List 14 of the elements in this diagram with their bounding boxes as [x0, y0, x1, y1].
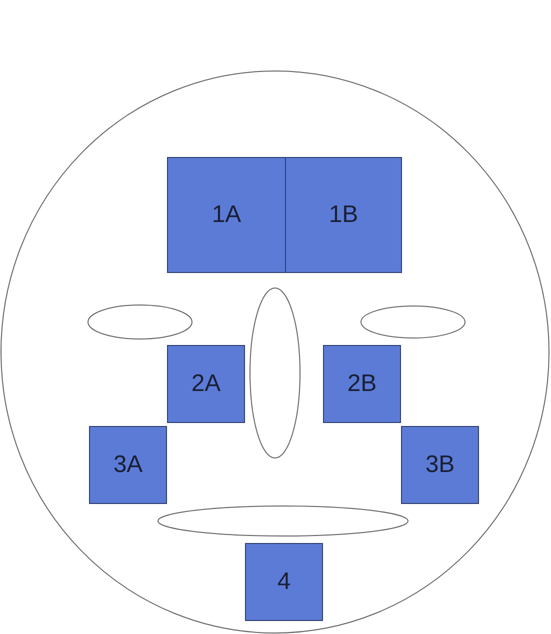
zone-label: 2A [191, 370, 221, 398]
zone-box [285, 157, 402, 273]
zone-label: 4 [277, 568, 291, 596]
zone-box [89, 426, 167, 504]
zone-box [401, 426, 479, 504]
zone-box [167, 345, 245, 423]
zone-box [245, 543, 323, 621]
zone-label: 3B [425, 451, 455, 479]
zone-label: 1A [212, 201, 242, 229]
zone-label: 1B [328, 201, 358, 229]
zone-label: 2B [347, 370, 377, 398]
zone-box [323, 345, 401, 423]
zone-box [167, 157, 286, 273]
zone-label: 3A [113, 451, 143, 479]
